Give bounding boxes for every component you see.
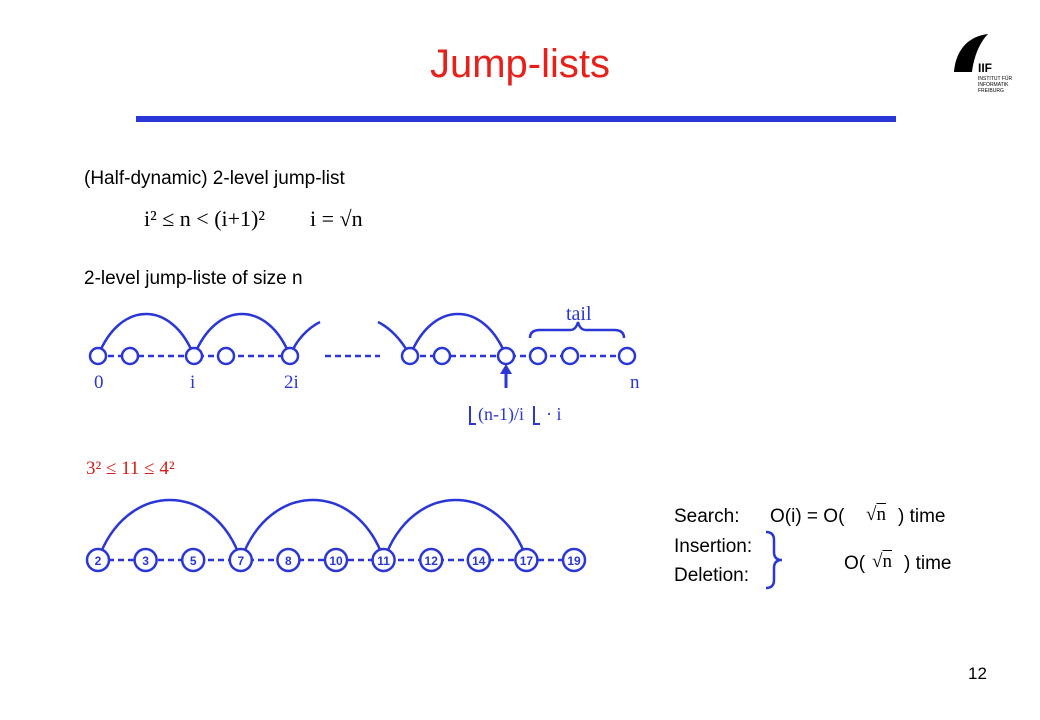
logo-text-line2: INFORMATIK bbox=[978, 82, 1009, 88]
list-node bbox=[560, 346, 580, 366]
heading-size-n: 2-level jump-liste of size n bbox=[84, 268, 303, 289]
formula-def: i = √n bbox=[310, 206, 363, 231]
example-node-label: 11 bbox=[377, 554, 390, 568]
logo-text-line3: FREIBURG bbox=[978, 88, 1004, 94]
list-node bbox=[617, 346, 637, 366]
search-sqrt: √n bbox=[866, 504, 886, 525]
insertion-label: Insertion: bbox=[674, 536, 753, 557]
label-i: i bbox=[190, 372, 195, 393]
floor-left bbox=[469, 406, 476, 425]
search-sqrt-arg: n bbox=[876, 504, 886, 525]
example-node-label: 14 bbox=[472, 554, 486, 568]
tail-label: tail bbox=[566, 303, 592, 325]
example-node bbox=[371, 547, 396, 573]
example-node bbox=[514, 547, 539, 573]
example-node-label: 3 bbox=[142, 554, 149, 568]
example-node bbox=[418, 547, 444, 573]
example-node bbox=[323, 547, 349, 573]
jump-arc bbox=[408, 312, 508, 357]
floor-expression: (n-1)/i bbox=[478, 404, 524, 425]
example-inequality: 3² ≤ 11 ≤ 4² bbox=[86, 458, 175, 479]
example-node bbox=[228, 547, 254, 573]
example-node-label: 17 bbox=[520, 554, 534, 568]
update-brace bbox=[765, 530, 783, 590]
list-node bbox=[184, 346, 204, 366]
example-node-label: 12 bbox=[425, 554, 439, 568]
example-node-label: 5 bbox=[190, 554, 197, 568]
slide-title: Jump-lists bbox=[429, 42, 611, 86]
page-number: 12 bbox=[968, 664, 987, 683]
example-node bbox=[561, 547, 587, 573]
example-node bbox=[133, 547, 158, 573]
example-jump-arc bbox=[239, 498, 386, 561]
heading-half-dynamic: (Half-dynamic) 2-level jump-list bbox=[84, 168, 345, 189]
search-value-post: ) time bbox=[898, 506, 946, 527]
example-jump-arc bbox=[96, 498, 243, 561]
label-0: 0 bbox=[94, 372, 104, 393]
formula-bound: i² ≤ n < (i+1)² bbox=[144, 206, 265, 231]
update-sqrt-arg: n bbox=[882, 551, 892, 572]
list-node bbox=[120, 346, 140, 366]
example-node bbox=[85, 547, 111, 573]
tail-brace bbox=[528, 321, 626, 339]
iif-logo: IIF INSTITUT FÜR INFORMATIK FREIBURG bbox=[954, 34, 1012, 94]
search-label: Search: bbox=[674, 506, 740, 527]
list-node bbox=[528, 346, 548, 366]
floor-right bbox=[533, 406, 540, 425]
update-sqrt: √n bbox=[872, 551, 892, 572]
search-value-pre: O(i) = O( bbox=[770, 506, 845, 527]
update-value-post: ) time bbox=[904, 553, 952, 574]
example-node-label: 8 bbox=[285, 554, 292, 568]
example-node bbox=[466, 547, 492, 573]
logo-text-main: IIF bbox=[978, 61, 992, 75]
example-node bbox=[276, 547, 301, 573]
update-value-pre: O( bbox=[844, 553, 866, 574]
deletion-label: Deletion: bbox=[674, 565, 749, 586]
title-underline bbox=[136, 116, 896, 122]
example-node-label: 10 bbox=[329, 554, 343, 568]
example-jump-arc bbox=[382, 498, 529, 561]
example-node-label: 19 bbox=[567, 554, 581, 568]
list-node bbox=[496, 346, 516, 366]
list-node bbox=[88, 346, 108, 366]
jump-arc bbox=[96, 312, 196, 357]
list-node bbox=[280, 346, 300, 366]
example-nodes: 2 3 5 7 8 10 11 12 14 17 19 bbox=[85, 547, 587, 573]
label-2i: 2i bbox=[284, 372, 299, 393]
floor-suffix: · i bbox=[546, 404, 562, 424]
list-node bbox=[432, 346, 452, 366]
example-node-label: 7 bbox=[237, 554, 244, 568]
jump-arc bbox=[192, 312, 292, 357]
example-node-label: 2 bbox=[95, 554, 102, 568]
logo-text-line1: INSTITUT FÜR bbox=[978, 75, 1012, 82]
pointer-arrow-head bbox=[500, 364, 512, 374]
list-node bbox=[400, 346, 420, 366]
list-node bbox=[216, 346, 236, 366]
label-n: n bbox=[630, 372, 640, 393]
example-node bbox=[180, 547, 206, 573]
